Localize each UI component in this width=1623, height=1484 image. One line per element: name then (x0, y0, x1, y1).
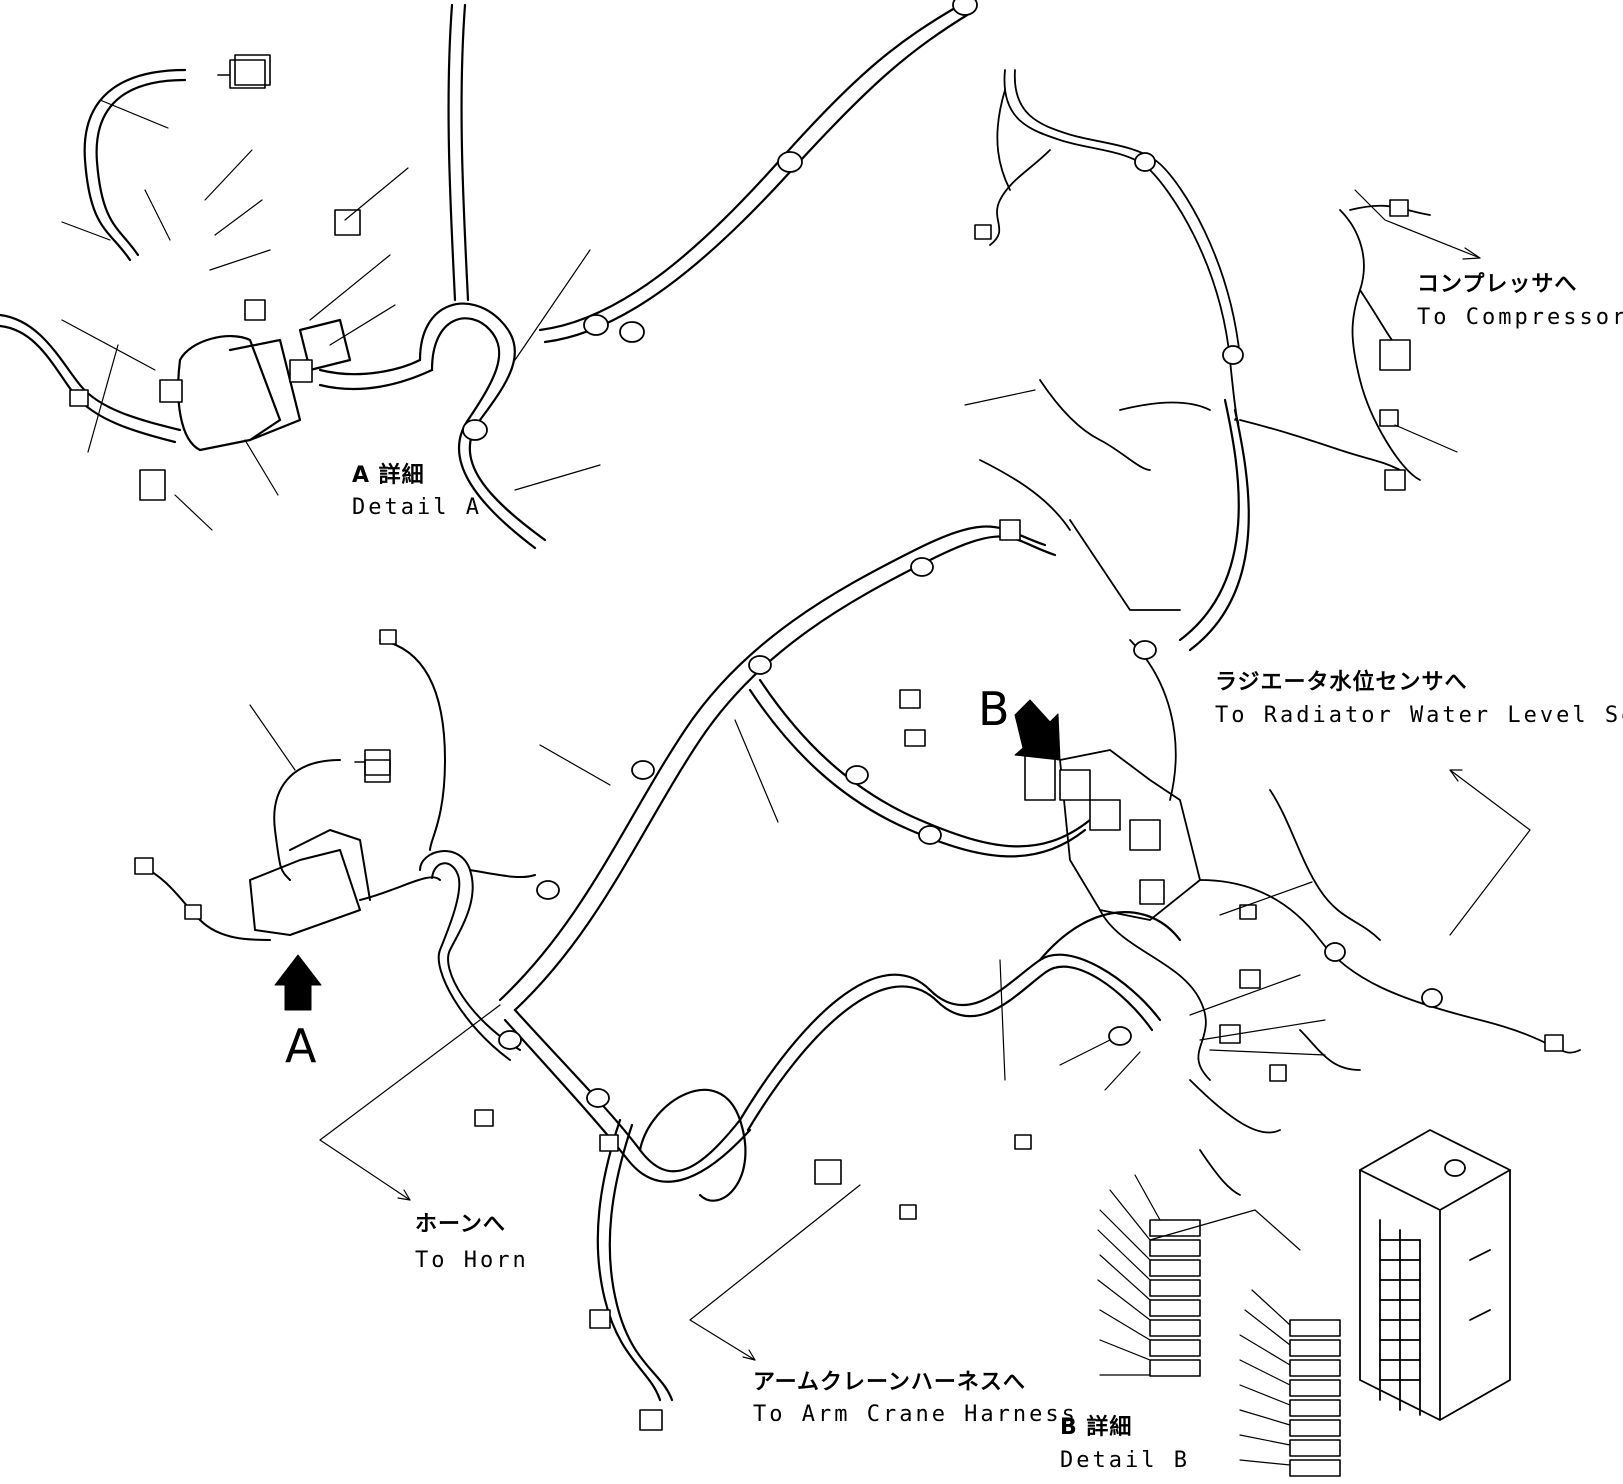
detail-a-jp-label: A 詳細 (352, 463, 425, 488)
radiator-en-label: To Radiator Water Level Sensor (1215, 703, 1623, 728)
view-arrows (274, 699, 1061, 1011)
view-a-harness (139, 639, 536, 1061)
main-trunk-harness (498, 398, 1250, 1402)
ground-symbols (217, 59, 391, 776)
compressor-jp-label: コンプレッサへ (1417, 272, 1578, 297)
radiator-jp-label: ラジエータ水位センサへ (1215, 670, 1468, 695)
arm-crane-jp-label: アームクレーンハーネスへ (753, 1370, 1026, 1395)
marker-a-label: A (285, 1019, 317, 1073)
top-right-wiring (979, 69, 1431, 611)
detail-a-en-label: Detail A (352, 495, 482, 520)
arrow-b-icon (1014, 699, 1061, 761)
marker-b-label: B (978, 682, 1010, 736)
arm-crane-en-label: To Arm Crane Harness (753, 1402, 1078, 1427)
detail-b-jp-label: B 詳細 (1060, 1415, 1133, 1440)
horn-jp-label: ホーンへ (415, 1212, 506, 1237)
horn-en-label: To Horn (415, 1248, 529, 1273)
arrow-a-icon (274, 954, 322, 1011)
compressor-en-label: To Compressor (1417, 305, 1623, 330)
fuse-block (1359, 1129, 1511, 1421)
connectors (69, 54, 1564, 1431)
leader-lines (61, 99, 1531, 1466)
clamps (462, 0, 1443, 1108)
fuse-stack-upper (1149, 1219, 1201, 1377)
detail-a-harness (0, 3, 974, 550)
detail-b-en-label: Detail B (1060, 1448, 1190, 1473)
fuse-stack-lower (1289, 1319, 1341, 1477)
